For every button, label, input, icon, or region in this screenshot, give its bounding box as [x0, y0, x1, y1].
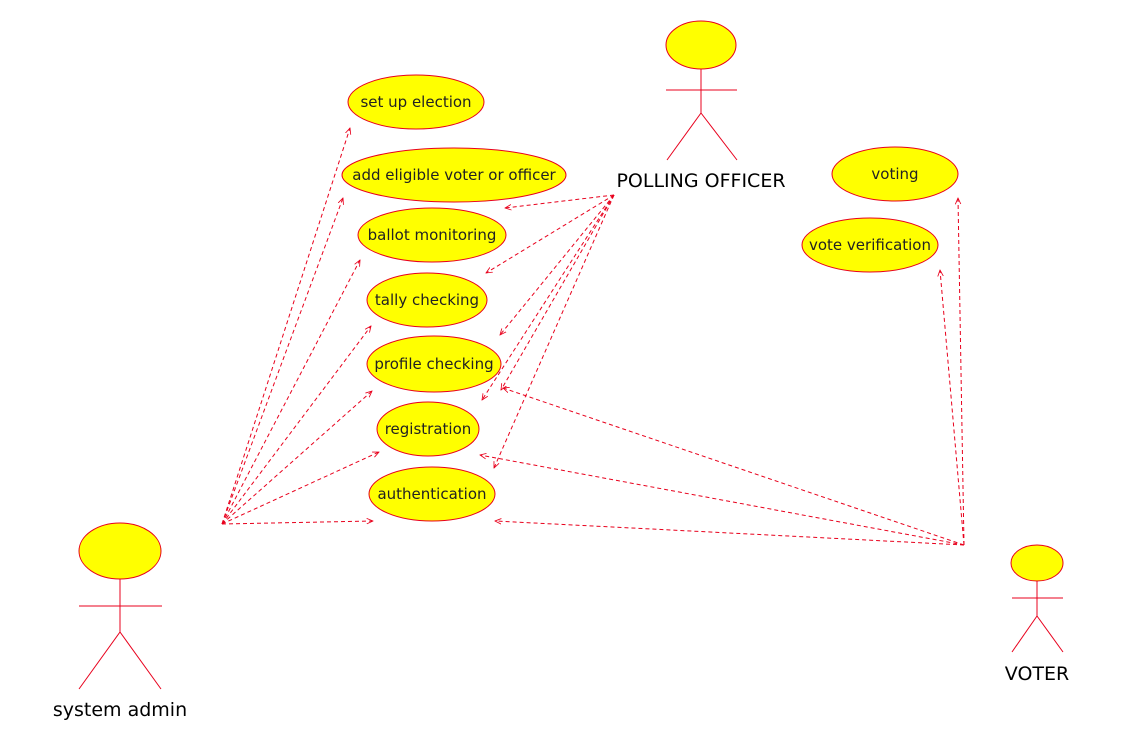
actor-system-admin[interactable]: system admin: [53, 522, 187, 721]
dependency-voter-to-authentication: [495, 521, 965, 546]
use-case-tally-checking[interactable]: tally checking: [366, 272, 488, 328]
actor-left-leg-icon: [666, 112, 702, 161]
dependency-voter-to-voting: [958, 198, 965, 546]
actor-left-leg-icon: [78, 631, 121, 690]
actor-label: VOTER: [1005, 663, 1069, 685]
dependency-system-admin-to-authentication: [221, 521, 373, 525]
use-case-ellipse: [366, 272, 488, 328]
dependency-polling-officer-to-add-eligible-voter-or-officer: [505, 194, 615, 208]
actor-right-leg-icon: [700, 112, 738, 161]
use-case-label: tally checking: [375, 291, 479, 309]
use-case-ellipse: [341, 147, 567, 203]
use-case-label: registration: [385, 420, 472, 438]
use-case-label: ballot monitoring: [368, 226, 497, 244]
use-case-ellipse: [366, 335, 502, 393]
actor-label: system admin: [53, 699, 187, 721]
actor-head-icon: [665, 20, 737, 70]
dependency-polling-officer-to-profile-checking: [482, 194, 615, 400]
actor-head-icon: [78, 522, 162, 580]
actor-left-leg-icon: [1011, 615, 1038, 653]
dependency-system-admin-to-set-up-election: [221, 128, 350, 525]
actor-voter[interactable]: VOTER: [1005, 544, 1069, 685]
use-case-ellipse: [347, 74, 485, 130]
dependency-system-admin-to-add-eligible-voter-or-officer: [221, 198, 343, 525]
use-case-label: set up election: [360, 93, 471, 111]
use-case-label: authentication: [377, 485, 486, 503]
dependency-system-admin-to-ballot-monitoring: [221, 260, 360, 525]
dependency-voter-to-registration: [480, 455, 965, 546]
actors-layer: system admin POLLING OFFICER VOTER: [53, 20, 1069, 721]
use-case-ellipse: [801, 217, 939, 273]
dependency-polling-officer-to-registration: [493, 194, 615, 468]
relations-layer: [221, 128, 965, 546]
use-case-ellipse: [376, 401, 480, 457]
dependency-system-admin-to-registration: [221, 451, 379, 525]
use-case-add-eligible-voter-or-officer[interactable]: add eligible voter or officer: [341, 147, 567, 203]
use-case-registration[interactable]: registration: [376, 401, 480, 457]
dependency-polling-officer-to-tally-checking: [500, 194, 615, 335]
use-cases-layer: set up election add eligible voter or off…: [341, 74, 959, 522]
use-case-label: profile checking: [374, 355, 493, 373]
use-case-authentication[interactable]: authentication: [368, 466, 496, 522]
use-case-set-up-election[interactable]: set up election: [347, 74, 485, 130]
use-case-label: add eligible voter or officer: [352, 166, 556, 184]
actor-right-leg-icon: [119, 631, 162, 690]
use-case-ballot-monitoring[interactable]: ballot monitoring: [357, 207, 507, 263]
dependency-system-admin-to-tally-checking: [221, 326, 371, 525]
use-case-label: voting: [871, 165, 918, 183]
actor-head-icon: [1010, 544, 1064, 582]
use-case-vote-verification[interactable]: vote verification: [801, 217, 939, 273]
actor-polling-officer[interactable]: POLLING OFFICER: [616, 20, 786, 192]
use-case-voting[interactable]: voting: [831, 146, 959, 202]
use-case-ellipse: [368, 466, 496, 522]
dependency-polling-officer-to-authentication: [501, 194, 615, 390]
dependency-system-admin-to-profile-checking: [221, 391, 372, 525]
use-case-label: vote verification: [809, 236, 931, 254]
use-case-ellipse: [357, 207, 507, 263]
dependency-polling-officer-to-ballot-monitoring: [486, 194, 615, 273]
use-case-profile-checking[interactable]: profile checking: [366, 335, 502, 393]
use-case-ellipse: [831, 146, 959, 202]
actor-right-leg-icon: [1036, 615, 1064, 653]
dependency-voter-to-profile-checking: [503, 388, 965, 546]
actor-label: POLLING OFFICER: [616, 170, 785, 192]
